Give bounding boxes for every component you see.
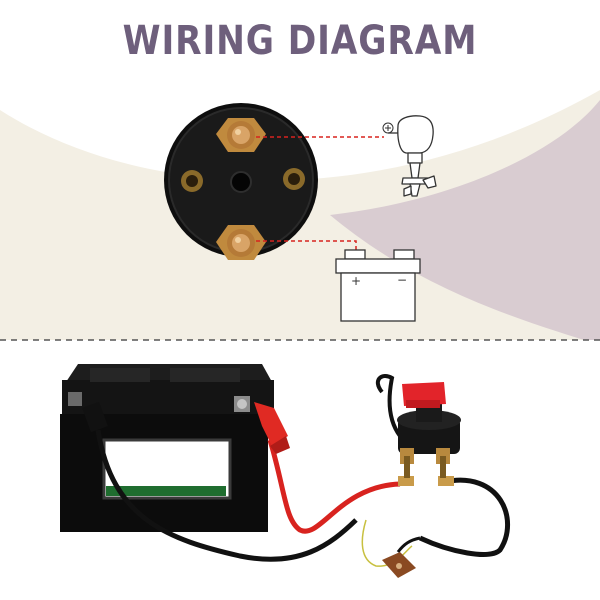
battery-switch-rear-terminals [164, 103, 318, 260]
car-battery-photo [60, 364, 274, 532]
switch-terminal-bottom [216, 225, 266, 260]
positive-connection-line-battery [256, 240, 357, 258]
outboard-motor-icon [388, 115, 437, 197]
output-wire [418, 477, 511, 557]
switch-terminal-top [216, 118, 266, 152]
signal-wire [361, 519, 413, 567]
wire-connector-photo [382, 552, 416, 578]
plus-marker-icon [382, 122, 394, 134]
battery-negative-symbol: − [397, 273, 407, 287]
page-title: WIRING DIAGRAM [122, 18, 478, 64]
mauve-wave-background [330, 100, 600, 345]
battery-icon: + − [335, 249, 421, 322]
battery-positive-symbol: + [351, 274, 361, 288]
positive-wire-battery [267, 439, 401, 534]
negative-wire [95, 429, 358, 562]
battery-switch-photo [375, 373, 461, 486]
positive-terminal-boot [254, 402, 290, 454]
